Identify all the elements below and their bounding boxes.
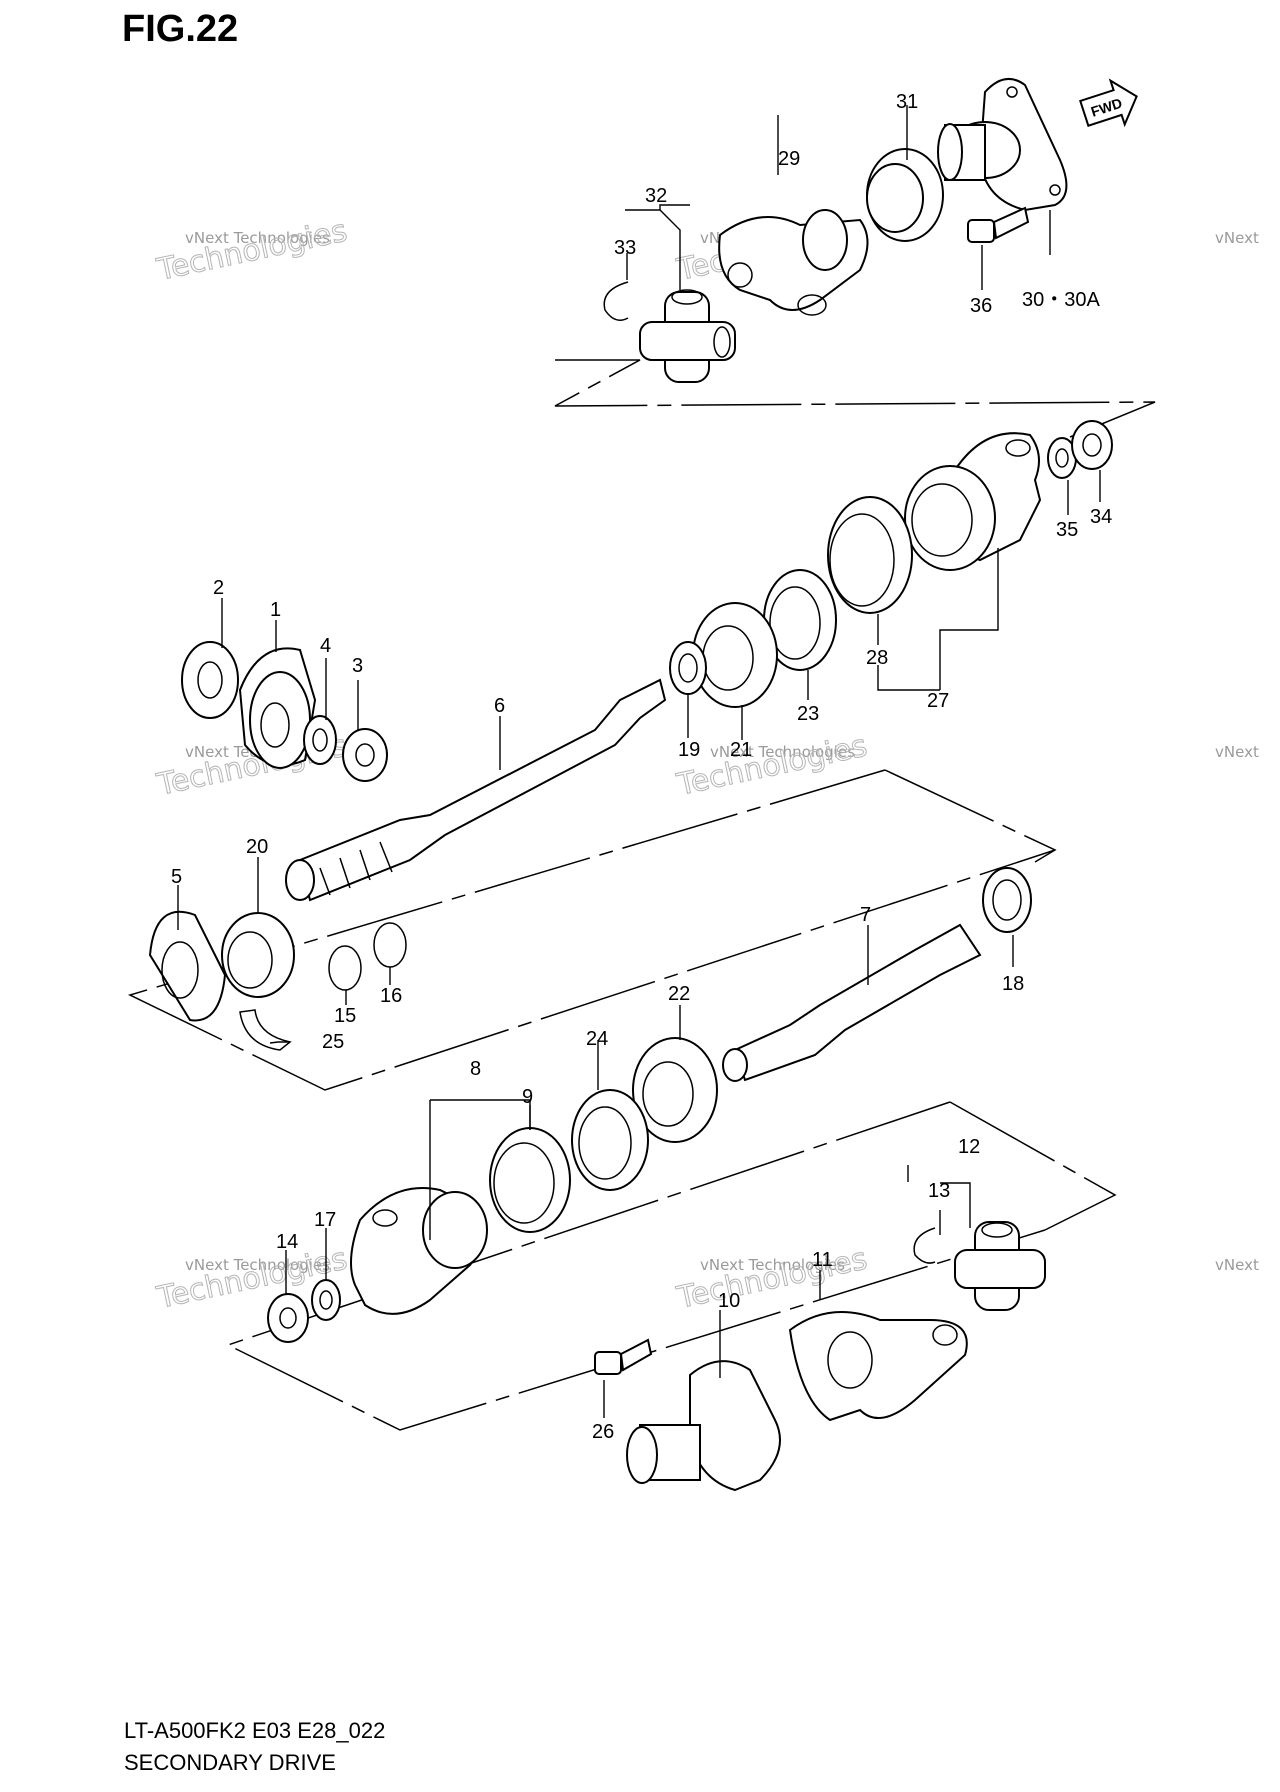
callout-9: 9 (522, 1086, 533, 1108)
callout-labels: 2 1 4 3 6 5 20 7 18 15 16 25 19 21 23 28… (171, 91, 1112, 1443)
callout-4: 4 (320, 635, 331, 657)
part-ring-19 (669, 641, 707, 695)
watermark-text: vNext Technologies (710, 743, 855, 761)
callout-17: 17 (314, 1209, 336, 1231)
part-circlip-16 (373, 922, 407, 968)
callout-10: 10 (718, 1290, 740, 1312)
watermark-text: vNext (1215, 1256, 1259, 1274)
part-gear-1 (238, 647, 317, 769)
leader-lines (177, 105, 1101, 1418)
watermark-text: vNext (1215, 229, 1259, 247)
part-bolt-36 (967, 206, 1030, 243)
callout-28: 28 (866, 647, 888, 669)
callout-12: 12 (958, 1136, 980, 1158)
watermark-text: Technologies (673, 729, 870, 804)
callout-2: 2 (213, 577, 224, 599)
part-shaft-6 (285, 678, 667, 902)
watermark-text: vNext Technologies (185, 1256, 330, 1274)
figure-title: FIG.22 (122, 8, 239, 50)
part-bearing-20 (221, 912, 295, 998)
callout-21: 21 (730, 739, 752, 761)
callout-19: 19 (678, 739, 700, 761)
callout-26: 26 (592, 1421, 614, 1443)
part-washer-18 (982, 867, 1032, 933)
part-bearing-22 (632, 1037, 718, 1143)
callout-6: 6 (494, 695, 505, 717)
callout-14: 14 (276, 1231, 298, 1253)
part-nut-34 (1071, 420, 1113, 470)
callout-22: 22 (668, 983, 690, 1005)
part-yoke-11 (788, 1311, 968, 1422)
part-yoke-8 (350, 1187, 488, 1315)
callout-18: 18 (1002, 973, 1024, 995)
part-gear-5 (148, 910, 227, 1022)
part-bolt-26 (594, 1338, 653, 1375)
part-nut-3 (342, 728, 388, 782)
callout-34: 34 (1090, 506, 1112, 528)
part-washer-2 (181, 641, 239, 719)
callout-31: 31 (896, 91, 918, 113)
callout-27: 27 (927, 690, 949, 712)
callout-8: 8 (470, 1058, 481, 1080)
watermark-text: vNext Technologies (185, 229, 330, 247)
model-code: LT-A500FK2 E03 E28_022 (124, 1718, 386, 1743)
callout-23: 23 (797, 703, 819, 725)
part-flange-30 (937, 77, 1068, 212)
callout-11: 11 (812, 1249, 833, 1271)
part-universal-joint-32 (639, 289, 736, 383)
callout-20: 20 (246, 836, 268, 858)
part-circlip-15 (328, 945, 362, 991)
part-circlip-13 (913, 1227, 936, 1264)
callout-33: 33 (614, 237, 636, 259)
callout-13: 13 (928, 1180, 950, 1202)
part-bearing-21 (692, 602, 778, 708)
part-circlip-33 (603, 281, 629, 321)
part-washer-17 (311, 1279, 341, 1321)
callout-32: 32 (645, 185, 667, 207)
part-universal-joint-12 (954, 1221, 1046, 1311)
part-seal-23 (763, 569, 837, 671)
watermark-text: Technologies (153, 214, 350, 289)
callout-25: 25 (322, 1031, 344, 1053)
callout-3: 3 (352, 655, 363, 677)
callout-24: 24 (586, 1028, 608, 1050)
part-flange-10 (626, 1360, 781, 1492)
part-yoke-27 (904, 432, 1042, 571)
part-shaft-7 (722, 923, 982, 1082)
watermark-text: vNext (1215, 743, 1259, 761)
fwd-arrow-icon: FWD (1079, 78, 1138, 128)
part-boot-28 (827, 496, 913, 614)
callout-35: 35 (1056, 519, 1078, 541)
callout-16: 16 (380, 985, 402, 1007)
callout-15: 15 (334, 1005, 356, 1027)
assembly-boundaries (127, 359, 1156, 1431)
callout-7: 7 (860, 904, 871, 926)
watermark-text: Technologies (673, 1242, 870, 1317)
part-seal-24 (571, 1089, 649, 1191)
part-boot-9 (489, 1127, 571, 1233)
callout-36: 36 (970, 295, 992, 317)
section-name: SECONDARY DRIVE (124, 1750, 336, 1775)
watermark-text: vNext Technologies (700, 1256, 845, 1274)
part-washer-4 (303, 715, 337, 765)
callout-30: 30・30A (1022, 289, 1100, 311)
part-washer-35 (1047, 437, 1077, 479)
part-boot-31 (866, 148, 944, 242)
callout-1: 1 (270, 599, 281, 621)
part-circlip-25 (239, 1009, 292, 1051)
callout-5: 5 (171, 866, 182, 888)
part-yoke-29 (718, 209, 869, 316)
part-nut-14 (267, 1293, 309, 1343)
callout-29: 29 (778, 148, 800, 170)
